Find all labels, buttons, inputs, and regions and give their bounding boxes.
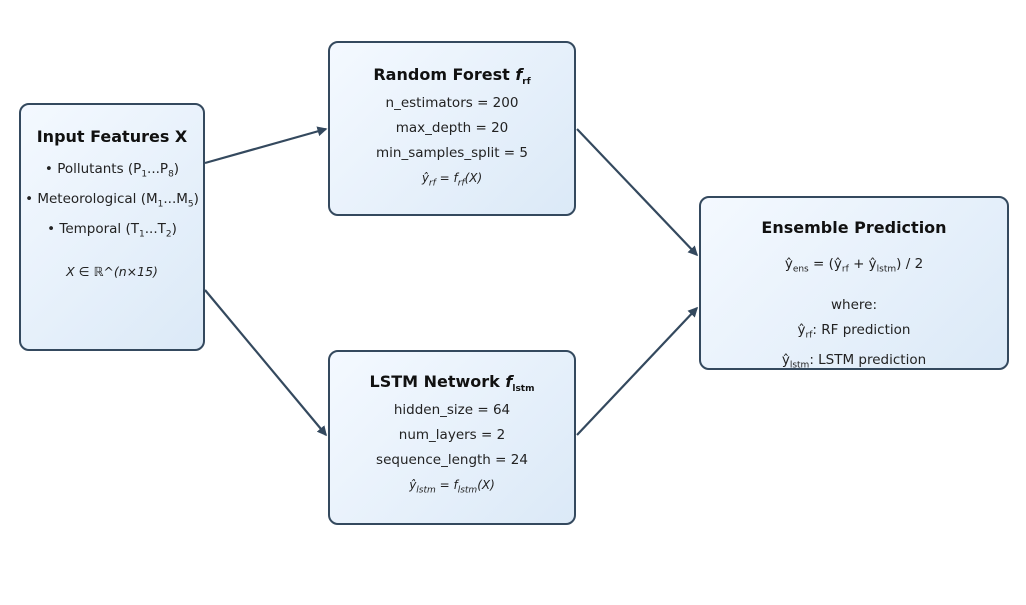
- ensemble-lstm-definition: ŷlstm: LSTM prediction: [781, 351, 927, 371]
- ensemble-rf-definition: ŷrf: RF prediction: [797, 321, 911, 341]
- lstm-param-sequence-length: sequence_length = 24: [376, 451, 528, 468]
- lstm-param-num-layers: num_layers = 2: [398, 426, 506, 443]
- lstm-network-title: LSTM Network flstm: [369, 372, 535, 395]
- rf-param-min-samples-split: min_samples_split = 5: [376, 144, 528, 161]
- feature-item-meteorological: • Meteorological (M1...M5): [25, 191, 199, 210]
- rf-param-n-estimators: n_estimators = 200: [385, 95, 519, 112]
- lstm-output-formula: ŷlstm = flstm(X): [409, 477, 495, 495]
- ensemble-where-label: where:: [830, 297, 877, 314]
- arrow-lstm-to-ensemble: [576, 306, 699, 436]
- ensemble-prediction-box: Ensemble Prediction ŷens = (ŷrf + ŷlstm)…: [699, 196, 1009, 371]
- arrow-rf-to-ensemble: [576, 128, 699, 257]
- ensemble-title: Ensemble Prediction: [761, 218, 947, 237]
- feature-item-pollutants: • Pollutants (P1...P8): [44, 161, 180, 180]
- arrow-input-to-rf: [204, 126, 328, 165]
- rf-output-formula: ŷrf = frf(X): [421, 170, 483, 188]
- input-formula: X ∈ ℝ^(n×15): [66, 263, 158, 279]
- input-features-box: Input Features X • Pollutants (P1...P8) …: [19, 103, 205, 351]
- random-forest-box: Random Forest frf n_estimators = 200 max…: [328, 41, 576, 216]
- lstm-param-hidden-size: hidden_size = 64: [393, 402, 511, 419]
- feature-item-temporal: • Temporal (T1...T2): [47, 221, 177, 241]
- ensemble-formula: ŷens = (ŷrf + ŷlstm) / 2: [784, 256, 924, 275]
- arrow-input-to-lstm: [204, 289, 327, 437]
- input-features-title: Input Features X: [36, 127, 188, 146]
- random-forest-title: Random Forest frf: [373, 65, 531, 88]
- rf-param-max-depth: max_depth = 20: [395, 119, 509, 136]
- lstm-network-box: LSTM Network flstm hidden_size = 64 num_…: [328, 350, 576, 525]
